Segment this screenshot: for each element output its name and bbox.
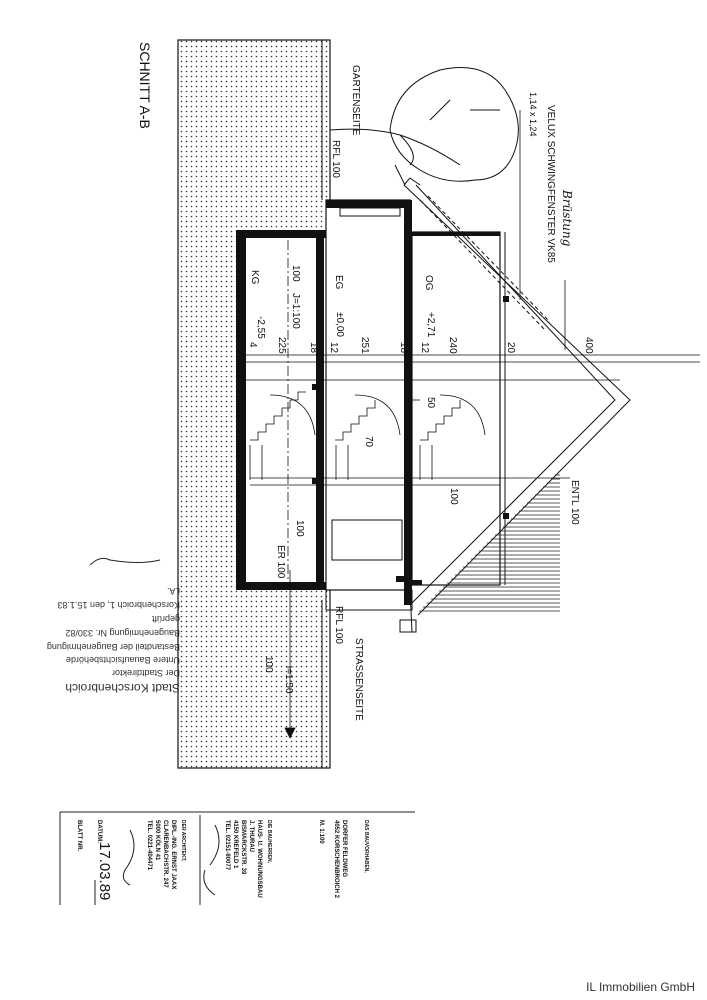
velux-size-label: 1,14 x 1,24 [528,92,538,137]
dimension: 240 [447,337,458,354]
project-line: 4052 KORSCHENBROICH 2 [333,820,339,899]
street-side-label: STRASSENSEITE [353,638,364,721]
sheet-label: BLATT NR. [76,820,82,852]
scale: M. 1:100 [318,820,324,844]
dimension: 225 [276,337,287,354]
project-label: DAS BAUVORHABEN, [363,820,369,873]
er-label: ER 100 [275,545,286,579]
footer-company: IL Immobilien GmbH [586,980,695,994]
dimension: 12 [328,342,339,354]
label-70: 70 [363,436,374,448]
handwritten-note: Brüstung [560,189,574,247]
architect-line: CLARENBACHSTR. 247 [162,820,168,888]
dimension: 20 [505,342,516,354]
dimension: 251 [359,337,370,354]
kg-height: -2,55 [255,316,266,339]
date-label: DATUM: [96,820,102,843]
owner-line: J. THURAU [248,820,254,852]
ground-floor [325,199,413,611]
date-value: 17.03.89 [96,842,113,900]
owner-line: TEL. 02151-80077 [224,820,230,871]
dimension: 12 [419,342,430,354]
stamp-line: Baugenehmigung Nr. 330/82 [65,628,180,638]
er-100-value: 100 [294,520,305,537]
label-100-mid: 100 [448,488,459,505]
rfl-bottom-label: RFL 100 [333,606,344,644]
drain-ratio: i=1:50 [283,666,294,694]
owner-label: DIE BAUHERREN, [266,820,272,864]
dimension: 18 [398,342,409,354]
kg-label: KG [249,270,260,285]
upper-floor [312,231,509,586]
tree-symbol [329,67,519,186]
stamp-line: Korschenbroich 1, den 15.1.83 [57,600,180,610]
title-block: DAS BAUVORHABEN, DORFER FELDWEG 4052 KOR… [59,811,415,905]
drain-100: 100 [263,656,274,673]
stamp-line: geprüft [151,614,180,624]
owner-line: BISMARCKSTR. 39 [240,820,246,875]
roof [399,177,631,633]
og-height: +2,71 [425,312,436,338]
velux-label: VELUX SCHWINGFENSTER VK85 [545,105,556,263]
stamp-line: Untere Bauaufsichtsbehörde [66,655,180,665]
dimension: 4 [247,342,258,348]
og-label: OG [423,275,434,291]
dimension: 400 [583,337,594,354]
roof-tiles-hatch: (function(){var g=document.currentScript… [419,474,560,612]
label-50: 50 [425,397,436,409]
owner-line: HAUS- U. WOHNUNGSBAU [256,820,262,898]
slope-upper-ratio: J=1:100 [290,293,301,329]
stamp-line: i.A. [167,586,180,596]
stamp-line: Stadt Korschenbroich [65,681,180,695]
entl-label: ENTL 100 [569,480,580,525]
architect-line: 5000 KÖLN 41 [154,820,161,861]
slope-upper: 100 [290,265,301,282]
rfl-top-label: RFL 100 [330,140,341,178]
architect-label: DER ARCHITEKT, [180,820,186,862]
architect-line: TEL. 0221-404471 [146,820,152,871]
stamp-line: Bestandteil der Baugenehmigung [47,642,180,652]
stamp-line: Der Stadtdirektor [112,668,180,678]
garden-side-label: GARTENSEITE [350,65,361,136]
dimension-lines [240,110,700,739]
eg-label: EG [333,275,344,290]
project-line: DORFER FELDWEG [341,820,347,877]
owner-line: 4150 KREFELD 1 [232,820,238,869]
basement-walls [236,230,326,590]
eg-height: ±0,00 [334,312,345,337]
drawing-title: SCHNITT A-B [137,42,153,129]
stairs [249,391,486,480]
approval-stamp: Stadt Korschenbroich Der Stadtdirektor U… [47,557,180,695]
architect-line: DIPL.-ING. ERNST JAAX [170,820,176,889]
dimension: 18 [308,342,319,354]
